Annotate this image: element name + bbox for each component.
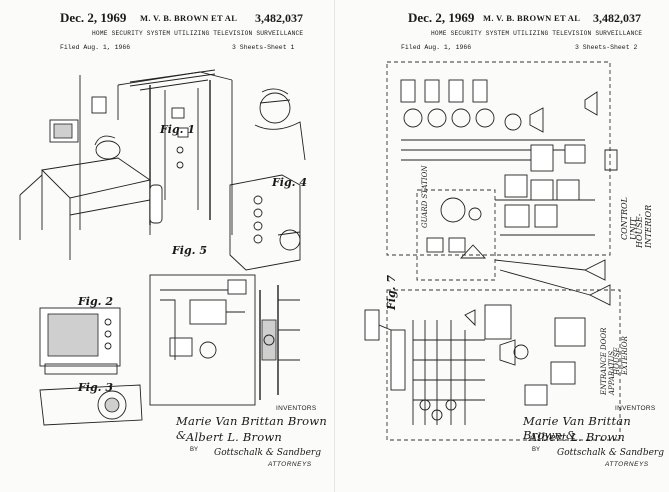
attorneys-label: ATTORNEYS bbox=[605, 461, 649, 468]
patent-date: Dec. 2, 1969 bbox=[60, 10, 127, 25]
fig-7-circuit-diagram bbox=[364, 61, 621, 441]
patent-filed-date: Filed Aug. 1, 1966 bbox=[60, 44, 131, 51]
inventor-name-1: Marie Van Brittan Brown & bbox=[523, 414, 631, 442]
patent-title: HOME SECURITY SYSTEM UTILIZING TELEVISIO… bbox=[92, 30, 304, 37]
inventor-name-2: Albert L. Brown bbox=[186, 430, 282, 444]
sheet-divider bbox=[334, 0, 335, 492]
patent-sheet-2: Dec. 2, 1969 M. V. B. BROWN ET AL 3,482,… bbox=[335, 0, 669, 492]
fig-4-label: Fig. 4 bbox=[272, 176, 307, 189]
block-label-house-exterior: HOUSE EXTERIOR bbox=[613, 336, 629, 375]
patent-date: Dec. 2, 1969 bbox=[408, 10, 475, 25]
by-label: BY bbox=[190, 447, 199, 453]
fig-7-label: Fig. 7 bbox=[385, 275, 398, 310]
fig-1-bedroom-illustration bbox=[19, 69, 306, 426]
patent-sheet-1: Dec. 2, 1969 M. V. B. BROWN ET AL 3,482,… bbox=[19, 10, 327, 468]
patent-sheet-count: 3 Sheets-Sheet 2 bbox=[575, 44, 638, 51]
by-label: BY bbox=[532, 447, 541, 453]
inventors-label: INVENTORS bbox=[276, 405, 317, 412]
patent-number: 3,482,037 bbox=[593, 11, 641, 25]
inventors-label: INVENTORS bbox=[615, 405, 656, 412]
patent-inventors-header: M. V. B. BROWN ET AL bbox=[140, 13, 238, 23]
attorneys-label: ATTORNEYS bbox=[268, 461, 312, 468]
patent-filed-date: Filed Aug. 1, 1966 bbox=[401, 44, 472, 51]
patent-title: HOME SECURITY SYSTEM UTILIZING TELEVISIO… bbox=[431, 30, 643, 37]
block-label-guard-station: GUARD STATION bbox=[421, 165, 429, 229]
block-label-house-interior: HOUSE-INTERIOR bbox=[635, 204, 653, 248]
attorney-signature: Gottschalk & Sandberg bbox=[214, 448, 321, 458]
inventor-name-1: Marie Van Brittan Brown & bbox=[176, 414, 327, 442]
patent-inventors-header: M. V. B. BROWN ET AL bbox=[483, 13, 581, 23]
fig-1-label: Fig. 1 bbox=[160, 123, 195, 136]
patent-sheet-count: 3 Sheets-Sheet 1 bbox=[232, 44, 295, 51]
fig-3-label: Fig. 3 bbox=[78, 381, 113, 394]
fig-2-label: Fig. 2 bbox=[78, 295, 113, 308]
inventor-name-2: Albert L. Brown bbox=[529, 430, 625, 444]
fig-5-label: Fig. 5 bbox=[172, 244, 207, 257]
patent-number: 3,482,037 bbox=[255, 11, 303, 25]
attorney-signature: Gottschalk & Sandberg bbox=[557, 448, 664, 458]
